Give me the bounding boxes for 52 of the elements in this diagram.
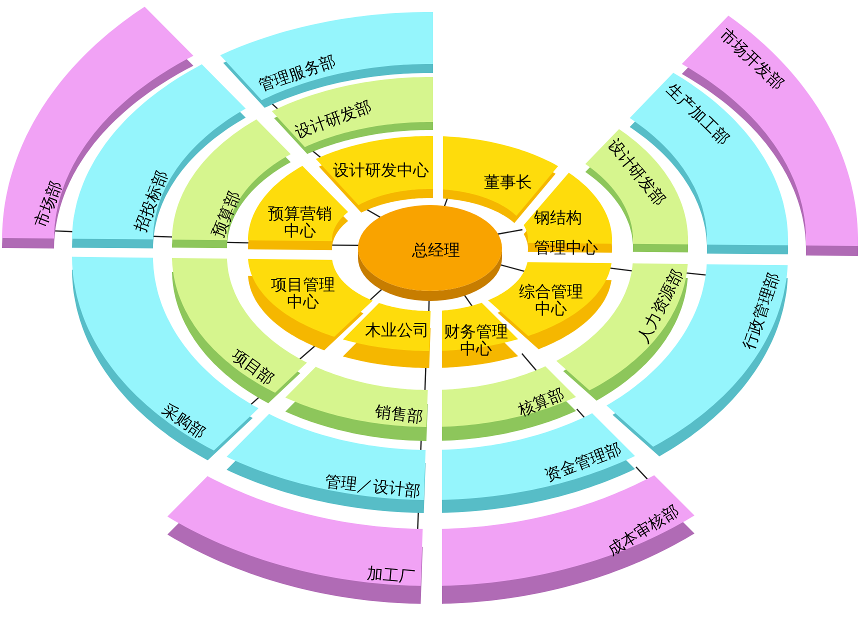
connector-line xyxy=(270,102,279,110)
unit-label: 预算部 xyxy=(209,188,243,240)
connector-line xyxy=(250,396,260,406)
unit-label: 核算部 xyxy=(516,385,566,419)
connector-line xyxy=(424,366,426,392)
unit-label: 综合管理中心 xyxy=(518,283,584,317)
unit-label: 成本审核部 xyxy=(604,502,682,558)
connector-line xyxy=(428,299,430,313)
unit-label: 人力资源部 xyxy=(634,266,686,346)
unit-label: 采购部 xyxy=(159,400,209,442)
unit-label: 财务管理中心 xyxy=(443,323,509,357)
connector-line xyxy=(463,294,474,308)
ring-segment xyxy=(2,6,194,249)
unit-label: 设计研发中心 xyxy=(333,162,429,178)
connector-line xyxy=(636,466,649,480)
connector-line xyxy=(496,229,523,235)
connector-line xyxy=(54,230,74,232)
connector-line xyxy=(686,272,708,276)
unit-label: 资金管理部 xyxy=(542,440,624,484)
unit-label: 项目部 xyxy=(228,346,278,388)
unit-label: 市场部 xyxy=(31,178,65,230)
unit-label: 行政管理部 xyxy=(740,270,782,352)
connector-line xyxy=(521,353,538,372)
connector-line xyxy=(152,236,174,238)
ring-segment xyxy=(285,366,428,441)
ring-segment xyxy=(167,476,423,604)
unit-label: 设计研发部 xyxy=(292,97,374,141)
unit-label: 招投标部 xyxy=(132,168,170,234)
unit-label: 销售部 xyxy=(374,402,424,426)
connector-line xyxy=(610,267,634,272)
ring-segment xyxy=(442,366,576,441)
ring-segment xyxy=(442,302,519,368)
connector-line xyxy=(576,408,586,419)
connector-line xyxy=(366,208,382,218)
unit-label: 项目管理中心 xyxy=(270,276,336,310)
hub-ellipse xyxy=(358,205,502,301)
unit-label: 预算营销中心 xyxy=(267,205,333,239)
connector-line xyxy=(298,344,316,360)
connector-line xyxy=(420,439,422,452)
unit-label: 管理／设计部 xyxy=(324,472,422,500)
connector-line xyxy=(368,288,383,302)
connector-line xyxy=(312,150,322,158)
connector-line xyxy=(499,264,526,272)
connector-line xyxy=(330,244,360,246)
connector-line xyxy=(416,511,420,530)
unit-label: 董事长 xyxy=(484,174,532,190)
unit-label: 加工厂 xyxy=(366,564,416,586)
ring-segment xyxy=(342,302,431,368)
hub-label: 总经理 xyxy=(412,242,460,258)
unit-label: 木业公司 xyxy=(365,322,429,338)
unit-label: 管理服务部 xyxy=(256,52,338,94)
connector-line xyxy=(226,242,250,244)
